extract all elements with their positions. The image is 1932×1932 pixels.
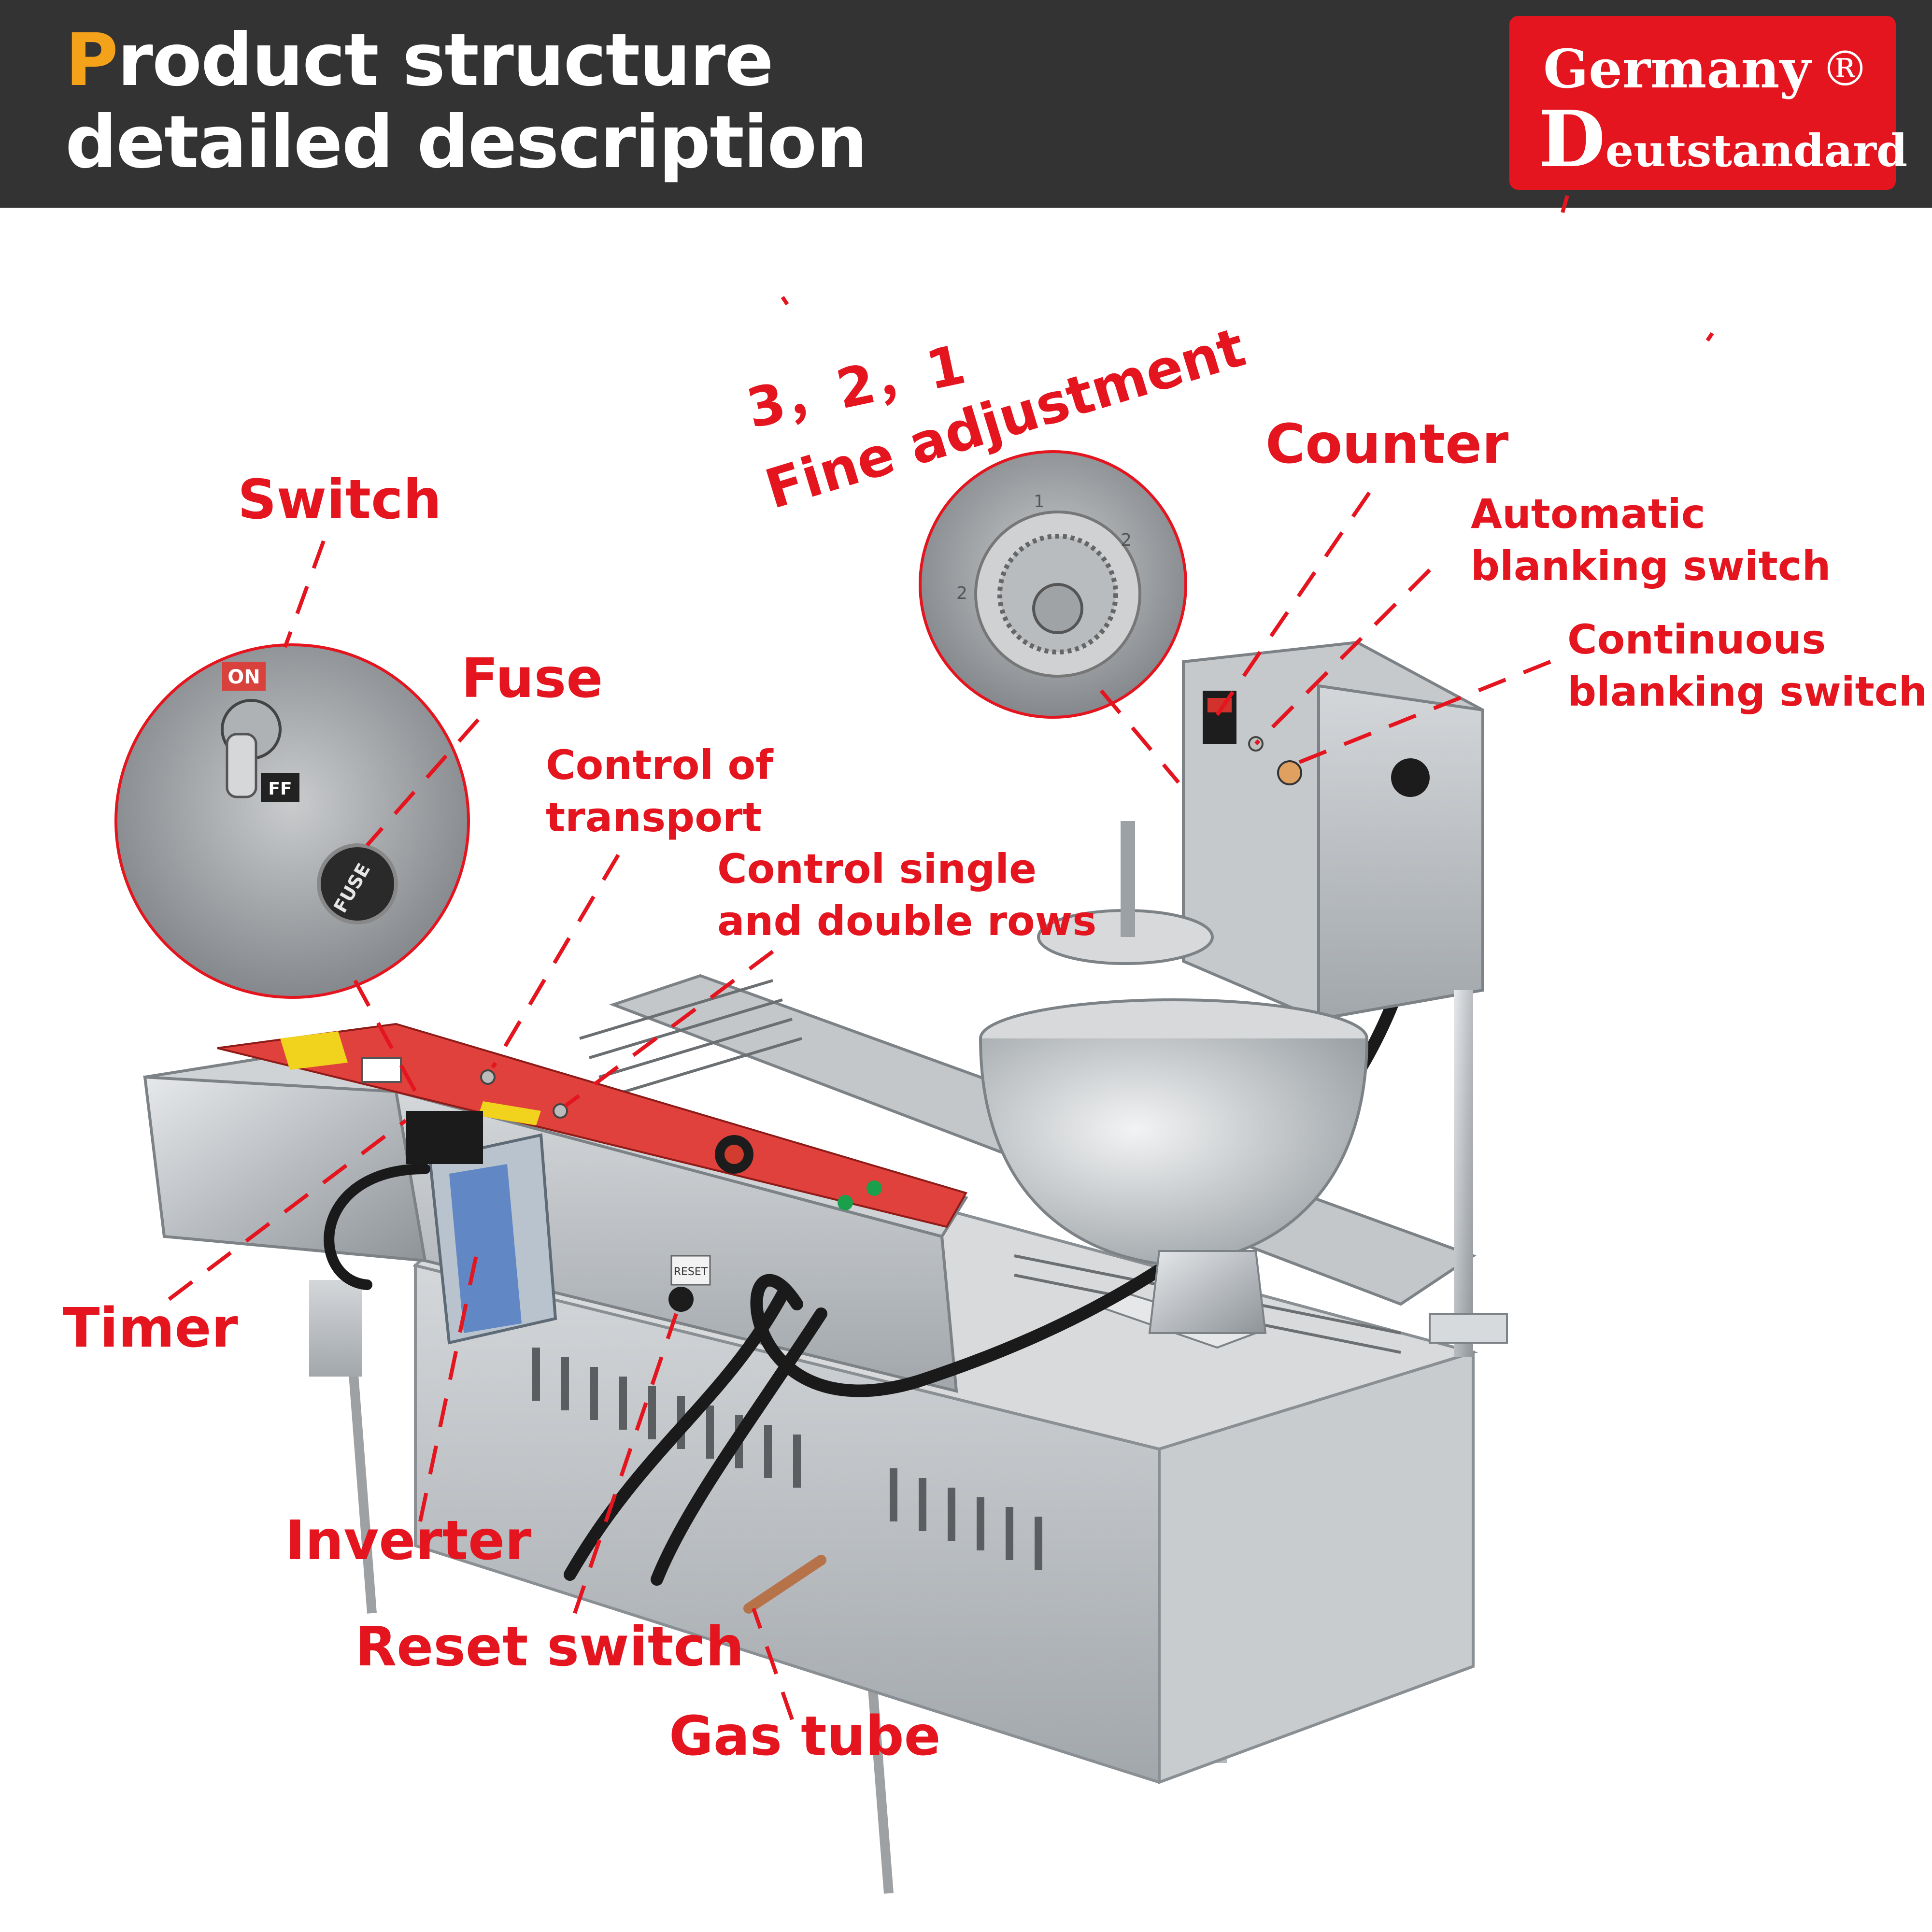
control-rows-label: Control single and double rows bbox=[717, 845, 1097, 945]
counter-label: Counter bbox=[1265, 413, 1509, 476]
reset-plate-label: RESET bbox=[674, 1266, 708, 1278]
control-transport-label: Control of transport bbox=[546, 741, 773, 841]
switch-fuse-inset: ON FF FUSE bbox=[114, 643, 470, 999]
registered-mark: ® bbox=[1821, 41, 1869, 97]
page-title: Product structure detailed description bbox=[65, 19, 867, 184]
gas-tube bbox=[743, 1555, 826, 1614]
toggle-on-label: ON bbox=[227, 666, 260, 688]
reset-switch-label: Reset switch bbox=[355, 1616, 744, 1678]
title-line-2: detailed description bbox=[65, 100, 867, 185]
brand-logo: Germany ® Deutstandard bbox=[1509, 16, 1907, 190]
switch-label: Switch bbox=[238, 469, 442, 531]
continuous-blanking-label: Continuous blanking switch bbox=[1567, 616, 1928, 715]
dial-number-3: 2 bbox=[1121, 530, 1132, 550]
timer-label: Timer bbox=[63, 1297, 238, 1360]
title-line-1-text: roduct structure bbox=[117, 18, 774, 102]
dial-number-2: 1 bbox=[1034, 492, 1045, 511]
brand-line-2: Deutstandard bbox=[1538, 94, 1908, 185]
fine-adjustment-inset: 2 1 2 bbox=[919, 450, 1187, 719]
toggle-off-label: FF bbox=[268, 779, 292, 799]
dial-number-1: 2 bbox=[956, 583, 967, 603]
leader-lines bbox=[168, 195, 1714, 1720]
brand-line-1: Germany bbox=[1543, 38, 1811, 100]
gas-tube-label: Gas tube bbox=[669, 1705, 941, 1768]
inverter-label: Inverter bbox=[285, 1509, 532, 1572]
header-bar: Product structure detailed description G… bbox=[0, 0, 1932, 208]
title-line-1: Product structure bbox=[65, 19, 867, 101]
depositor bbox=[979, 640, 1508, 1357]
title-first-letter: P bbox=[65, 18, 118, 102]
automatic-blanking-label: Automatic blanking switch bbox=[1471, 490, 1831, 590]
fuse-label: Fuse bbox=[461, 647, 603, 710]
